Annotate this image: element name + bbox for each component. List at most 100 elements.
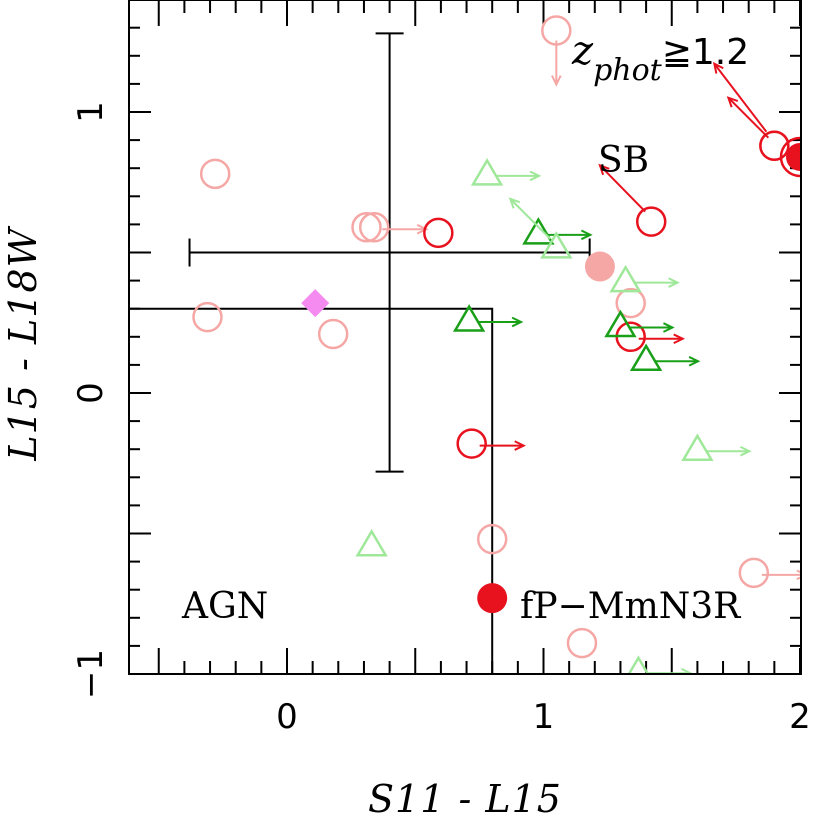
point-marker <box>615 287 646 319</box>
point-marker <box>738 557 770 589</box>
limit-arrow <box>479 440 526 451</box>
point-marker <box>317 318 349 350</box>
point-marker <box>681 433 714 461</box>
zphot-main: z <box>571 28 594 74</box>
data-point-triangle <box>470 158 542 186</box>
limit-arrow <box>761 569 801 581</box>
arrow-shaft <box>509 198 552 240</box>
data-point-circle <box>456 428 526 459</box>
arrow-head <box>511 316 524 328</box>
source-label: fP−MmN3R <box>520 586 741 627</box>
point-marker <box>609 264 642 293</box>
point-marker <box>301 289 330 318</box>
data-point-circle <box>192 301 223 333</box>
limit-arrow <box>633 277 680 288</box>
point-marker <box>604 309 637 338</box>
sb-direction-arrow <box>598 163 646 213</box>
data-points <box>192 15 801 674</box>
data-point-circle <box>476 523 508 555</box>
limit-arrow-2 <box>712 61 768 133</box>
data-point-triangle <box>508 197 573 259</box>
sb-arrow <box>598 61 768 213</box>
data-point-circle <box>358 211 429 243</box>
arrow-head <box>712 61 724 74</box>
data-point-circle <box>541 15 572 87</box>
arrow-head <box>529 170 542 182</box>
limit-arrow <box>705 445 752 457</box>
y-tick-label: −1 <box>71 649 111 699</box>
arrow-head <box>598 163 610 176</box>
errorbar <box>188 32 591 473</box>
arrow-head <box>551 75 562 87</box>
limit-arrow <box>477 316 524 328</box>
data-point-triangle <box>355 528 388 557</box>
arrow-head <box>726 96 739 108</box>
arrow-head <box>508 197 521 209</box>
arrow-head <box>416 223 429 235</box>
arrow-head <box>739 445 752 457</box>
point-marker <box>470 158 504 186</box>
arrow-shaft <box>599 164 646 213</box>
point-marker <box>452 304 486 332</box>
data-point-triangle <box>681 433 752 461</box>
data-point-circle <box>615 287 646 319</box>
arrow-shaft <box>727 97 770 139</box>
point-marker <box>358 211 390 243</box>
data-point-filled-circle <box>786 142 801 171</box>
point-marker <box>759 130 790 161</box>
limit-arrow <box>551 40 562 87</box>
point-marker <box>192 301 223 333</box>
data-point-circle <box>351 211 382 243</box>
arrow-head <box>668 277 680 288</box>
point-marker <box>199 158 231 190</box>
arrow-head <box>673 333 686 345</box>
point-marker <box>566 627 598 659</box>
point-marker <box>786 142 801 171</box>
zphot-sub: phot <box>593 53 663 88</box>
arrow-head <box>580 229 593 241</box>
point-marker <box>456 428 487 459</box>
limit-arrow <box>638 333 686 345</box>
limit-arrow <box>546 229 593 241</box>
data-point-filled-circle <box>477 583 508 614</box>
x-tick-label: 0 <box>276 697 298 737</box>
zphot-annotation: zphot≧1.2 <box>571 28 749 88</box>
x-axis-title: S11 - L15 <box>368 777 562 821</box>
x-tick-label: 2 <box>789 697 811 737</box>
data-point-circle <box>566 627 598 659</box>
point-marker <box>477 583 508 614</box>
point-marker <box>627 655 650 674</box>
axis-ticks <box>129 0 801 675</box>
data-point-circle <box>199 158 231 190</box>
point-marker <box>355 528 388 557</box>
arrow-head <box>514 440 526 451</box>
data-point-triangle <box>629 343 701 372</box>
limit-arrow <box>382 223 429 235</box>
limit-arrow <box>508 197 552 240</box>
data-point-triangle <box>609 264 680 293</box>
arrow-shaft <box>713 63 768 133</box>
point-marker <box>629 343 663 372</box>
data-point-circle <box>317 318 349 350</box>
arrow-head <box>663 322 675 333</box>
point-marker <box>635 206 667 237</box>
arrow-head <box>688 356 701 367</box>
point-marker <box>476 523 508 555</box>
limit-arrow <box>654 356 701 367</box>
point-marker <box>423 217 454 249</box>
arrow-head <box>796 569 801 581</box>
y-tick-label: 1 <box>71 101 111 123</box>
x-tick-label: 1 <box>533 697 555 737</box>
zphot-rest: ≧1.2 <box>662 32 749 73</box>
data-point-circle <box>635 206 667 237</box>
limit-arrow <box>495 170 542 182</box>
point-marker <box>540 231 573 259</box>
data-point-triangle <box>522 217 593 245</box>
limit-arrow <box>726 96 770 139</box>
data-point-circle <box>738 557 801 589</box>
sb-label: SB <box>598 140 649 181</box>
data-point-triangle <box>627 655 693 674</box>
data-point-circle <box>726 96 790 161</box>
